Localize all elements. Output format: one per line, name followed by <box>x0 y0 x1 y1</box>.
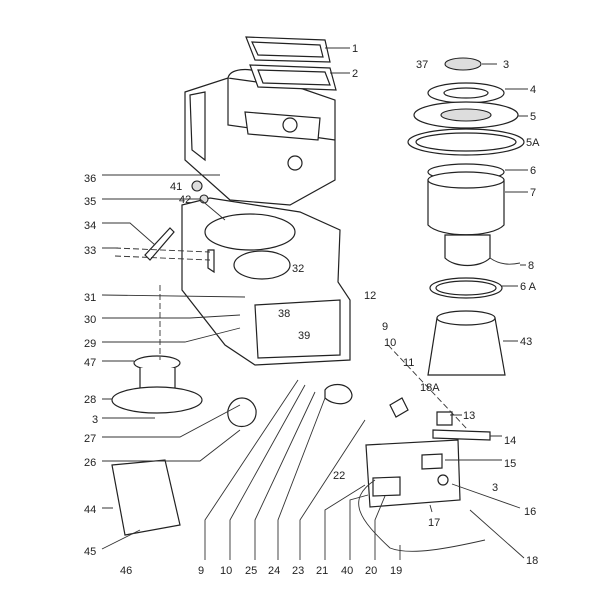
callout: 5A <box>526 137 540 149</box>
callout: 9 <box>198 565 204 577</box>
callout: 2 <box>352 68 358 80</box>
callout: 18A <box>420 382 440 394</box>
callout: 21 <box>316 565 328 577</box>
callout: 44 <box>84 504 96 516</box>
callout: 4 <box>530 84 536 96</box>
callout: 27 <box>84 433 96 445</box>
lid-parts <box>245 36 337 91</box>
callout: 6 <box>530 165 536 177</box>
callout: 36 <box>84 173 96 185</box>
callout: 8 <box>528 260 534 272</box>
motor-stack <box>407 57 525 376</box>
callout: 40 <box>341 565 353 577</box>
callout: 9 <box>382 321 388 333</box>
callout: 11 <box>403 357 414 369</box>
callout: 45 <box>84 546 96 558</box>
callout: 10 <box>220 565 232 577</box>
callout: 5 <box>530 111 536 123</box>
callout: 16 <box>524 506 536 518</box>
callout: 17 <box>428 517 440 529</box>
callout: 28 <box>84 394 96 406</box>
callout: 12 <box>364 290 376 302</box>
callout: 3 <box>503 59 509 71</box>
callout: 1 <box>352 43 358 55</box>
callout: 6 A <box>520 281 537 293</box>
top-housing <box>184 68 336 206</box>
callout: 13 <box>463 410 475 422</box>
callout: 39 <box>298 330 310 342</box>
callout: 22 <box>333 470 345 482</box>
callout: 37 <box>416 59 428 71</box>
callout: 23 <box>292 565 304 577</box>
leader-lines <box>101 47 528 560</box>
callout: 14 <box>504 435 516 447</box>
callout: 3 <box>492 482 498 494</box>
callout: 20 <box>365 565 377 577</box>
callout-labels: 1 2 37 3 4 5 5A 6 7 8 6 A 43 36 41 42 35… <box>84 43 540 577</box>
left-parts <box>111 180 257 536</box>
base-housing <box>181 197 351 366</box>
callout: 32 <box>292 263 304 275</box>
callout: 33 <box>84 245 96 257</box>
callout: 46 <box>120 565 132 577</box>
callout: 43 <box>520 336 532 348</box>
callout: 29 <box>84 338 96 350</box>
callout: 24 <box>268 565 280 577</box>
callout: 18 <box>526 555 538 567</box>
callout: 41 <box>170 181 182 193</box>
callout: 25 <box>245 565 257 577</box>
callout: 34 <box>84 220 96 232</box>
callout: 30 <box>84 314 96 326</box>
callout: 26 <box>84 457 96 469</box>
callout: 31 <box>84 292 96 304</box>
callout: 10 <box>384 337 396 349</box>
callout: 38 <box>278 308 290 320</box>
callout: 35 <box>84 196 96 208</box>
callout: 3 <box>92 414 98 426</box>
callout: 47 <box>84 357 96 369</box>
callout: 42 <box>179 194 191 206</box>
callout: 15 <box>504 458 516 470</box>
callout: 19 <box>390 565 402 577</box>
callout: 7 <box>530 187 536 199</box>
